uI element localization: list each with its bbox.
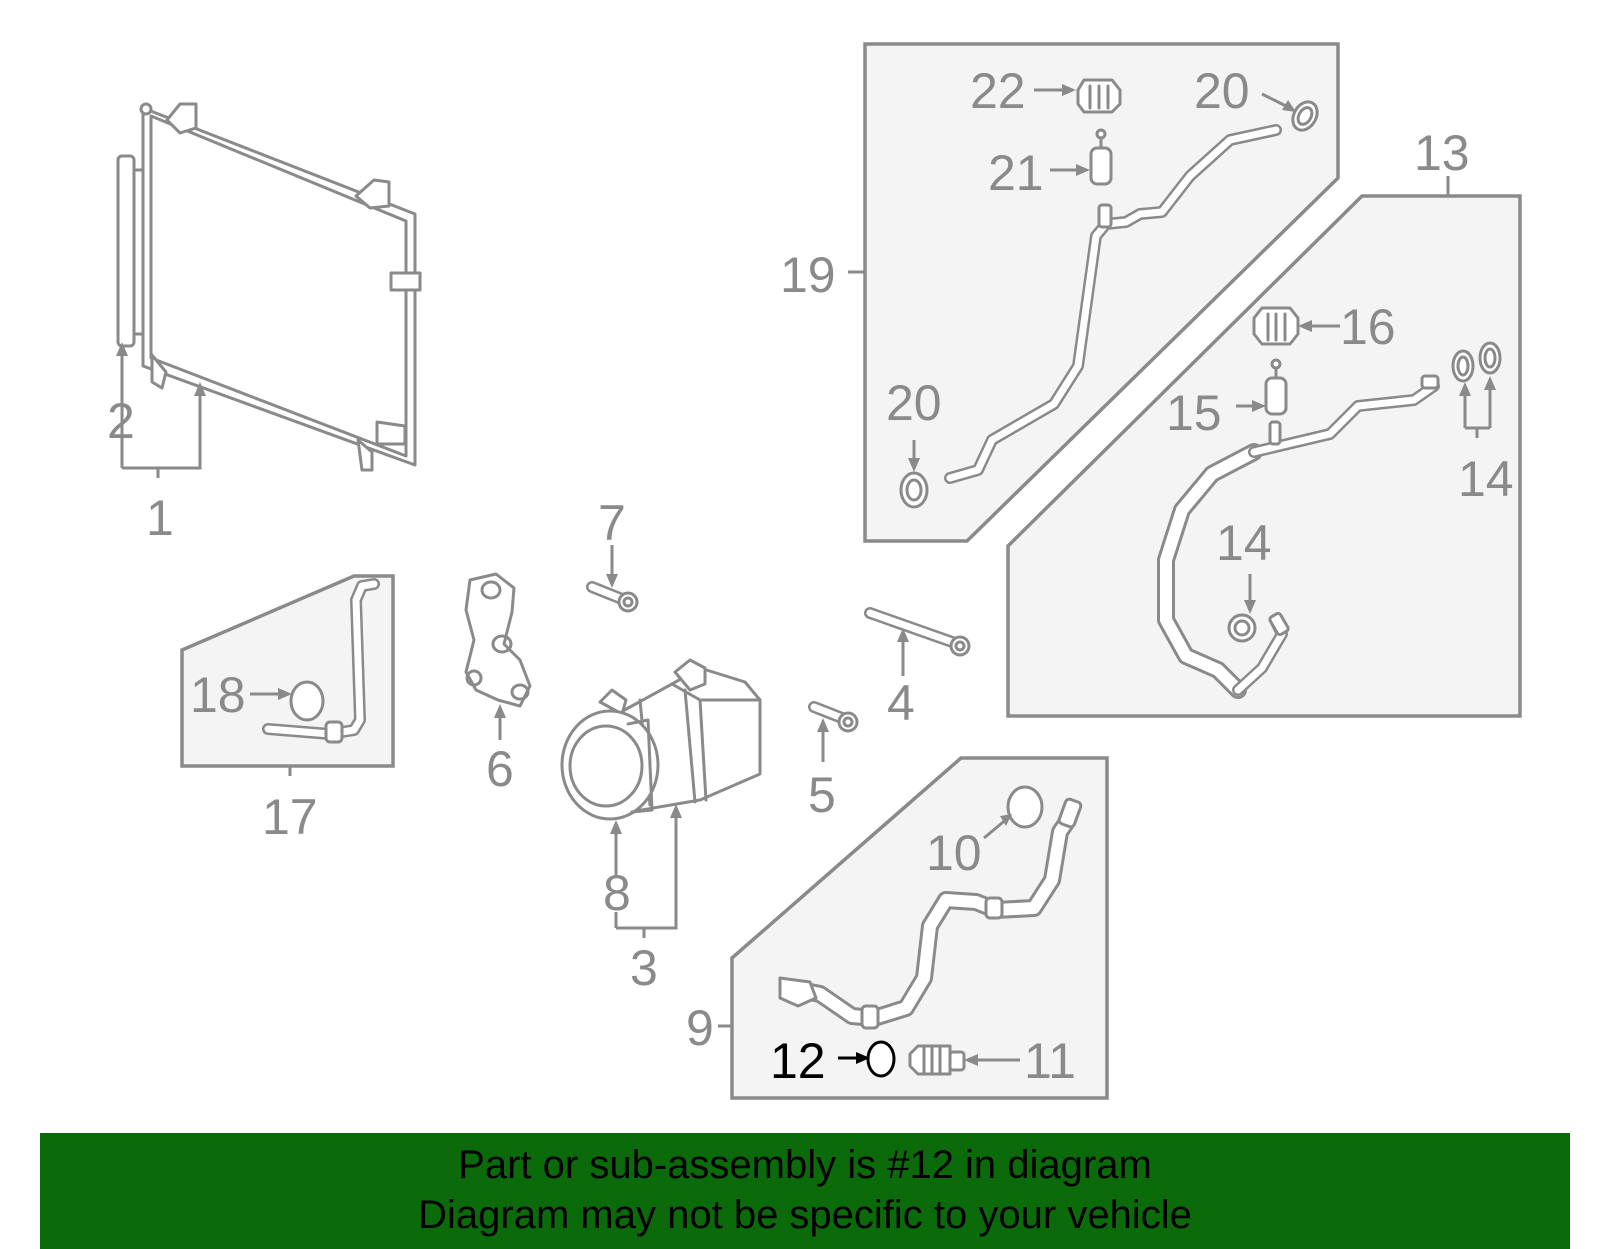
label-1: 1 [146,490,174,546]
label-21: 21 [988,145,1044,201]
hose-13 [1157,374,1440,699]
pipe-17 [262,578,380,744]
banner-line-2: Diagram may not be specific to your vehi… [418,1193,1192,1237]
label-6: 6 [486,741,514,797]
cap-22 [1076,78,1122,114]
leader-lines [116,84,1496,1066]
label-14-right: 14 [1458,451,1514,507]
label-11: 11 [1024,1033,1076,1089]
o-ring-12 [866,1040,896,1078]
valve-15 [1264,358,1288,416]
o-ring-14-pair [1451,341,1502,383]
label-4: 4 [887,675,915,731]
o-ring-20-bottom [899,471,929,509]
label-2: 2 [107,393,135,449]
label-20-bottom: 20 [886,375,942,431]
label-8: 8 [603,865,631,921]
compressor-bracket [464,572,532,708]
bolt-5 [808,701,859,733]
compressor [560,658,762,821]
info-banner: Part or sub-assembly is #12 in diagram D… [40,1133,1570,1249]
o-ring-10 [1006,785,1044,829]
label-19: 19 [780,247,836,303]
o-ring-18 [289,680,325,722]
pressure-switch-11 [908,1044,966,1076]
parts-diagram: 1 2 3 4 5 6 7 8 9 10 11 12 13 14 14 15 1… [107,42,1522,1100]
o-ring-20-top [1291,100,1319,132]
panel-19 [863,42,1340,543]
label-13: 13 [1414,125,1470,181]
label-9: 9 [686,1000,714,1056]
banner-line-1: Part or sub-assembly is #12 in diagram [458,1143,1152,1187]
bolt-4 [864,607,971,657]
valve-21 [1089,128,1113,186]
label-22: 22 [970,63,1026,119]
bolt-7 [586,581,639,613]
panel-17 [180,574,395,768]
o-ring-14-single [1227,613,1257,643]
label-12: 12 [770,1033,826,1089]
label-18: 18 [190,667,246,723]
panel-9 [730,756,1109,1100]
label-5: 5 [808,767,836,823]
pipe-19 [944,124,1282,484]
label-7: 7 [598,495,626,551]
label-16: 16 [1340,299,1396,355]
label-14-single: 14 [1216,515,1272,571]
label-17: 17 [262,789,318,845]
label-15: 15 [1166,385,1222,441]
pipe-9 [778,797,1083,1030]
condenser [116,102,422,472]
label-3: 3 [630,940,658,996]
panel-13 [1006,194,1522,718]
cap-16 [1252,306,1300,346]
label-20-top: 20 [1194,63,1250,119]
label-10: 10 [926,825,982,881]
part-number-labels: 1 2 3 4 5 6 7 8 9 10 11 12 13 14 14 15 1… [107,63,1514,1089]
